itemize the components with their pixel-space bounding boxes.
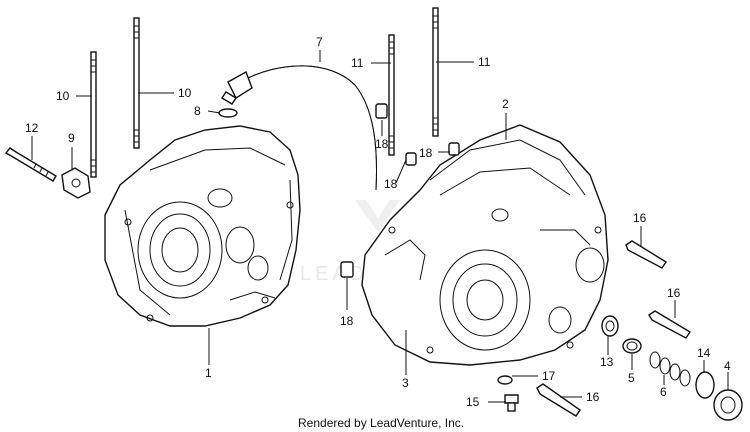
washer-17: [497, 375, 513, 385]
callout-6: 6: [660, 385, 667, 399]
callout-12: 12: [25, 121, 39, 135]
callout-10a: 10: [56, 89, 70, 103]
callout-10b: 10: [178, 86, 192, 100]
callout-5: 5: [628, 371, 635, 385]
callout-8: 8: [194, 104, 201, 118]
callout-14: 14: [697, 346, 711, 360]
callout-18d: 18: [340, 314, 354, 328]
callout-11b: 11: [478, 55, 491, 69]
callout-9: 9: [68, 131, 75, 145]
callout-1: 1: [205, 366, 212, 380]
callout-18a: 18: [375, 137, 389, 151]
stud-bolts-11: [388, 7, 439, 156]
right-crankcase: [361, 124, 609, 366]
leader-lines: [31, 50, 729, 403]
callout-18b: 18: [419, 146, 433, 160]
callout-13: 13: [600, 355, 614, 369]
stud-bolts-10: [90, 17, 140, 178]
callout-17: 17: [542, 369, 556, 383]
bracket-9: [61, 167, 91, 199]
spring-6: [649, 351, 691, 387]
o-ring-14: [695, 371, 715, 399]
bolts-16: [536, 240, 691, 417]
callout-7: 7: [316, 35, 323, 49]
callout-16b: 16: [667, 286, 681, 300]
bolt-12: [4, 147, 57, 182]
filter-cap-4: [713, 389, 743, 421]
left-crankcase: [104, 125, 301, 327]
oil-seal-13: [601, 315, 619, 337]
clip-8: [218, 108, 238, 118]
callout-11a: 11: [351, 56, 364, 70]
callout-2: 2: [502, 97, 509, 111]
callout-18c: 18: [384, 177, 398, 191]
callout-15: 15: [466, 395, 480, 409]
callout-16a: 16: [633, 211, 647, 225]
credit-text: Rendered by LeadVenture, Inc.: [298, 416, 464, 430]
drain-bolt-15: [504, 394, 519, 412]
breather-tube-7: [221, 65, 378, 191]
callout-16c: 16: [586, 390, 600, 404]
callout-4: 4: [724, 359, 731, 373]
dowel-pins-18: [340, 103, 460, 278]
callout-3: 3: [402, 376, 409, 390]
oil-filter-screen-5: [622, 338, 642, 354]
callouts: 1 2 3 4 5 6 7 8 9 10 10 11 11 12 13 14 1…: [25, 35, 731, 409]
